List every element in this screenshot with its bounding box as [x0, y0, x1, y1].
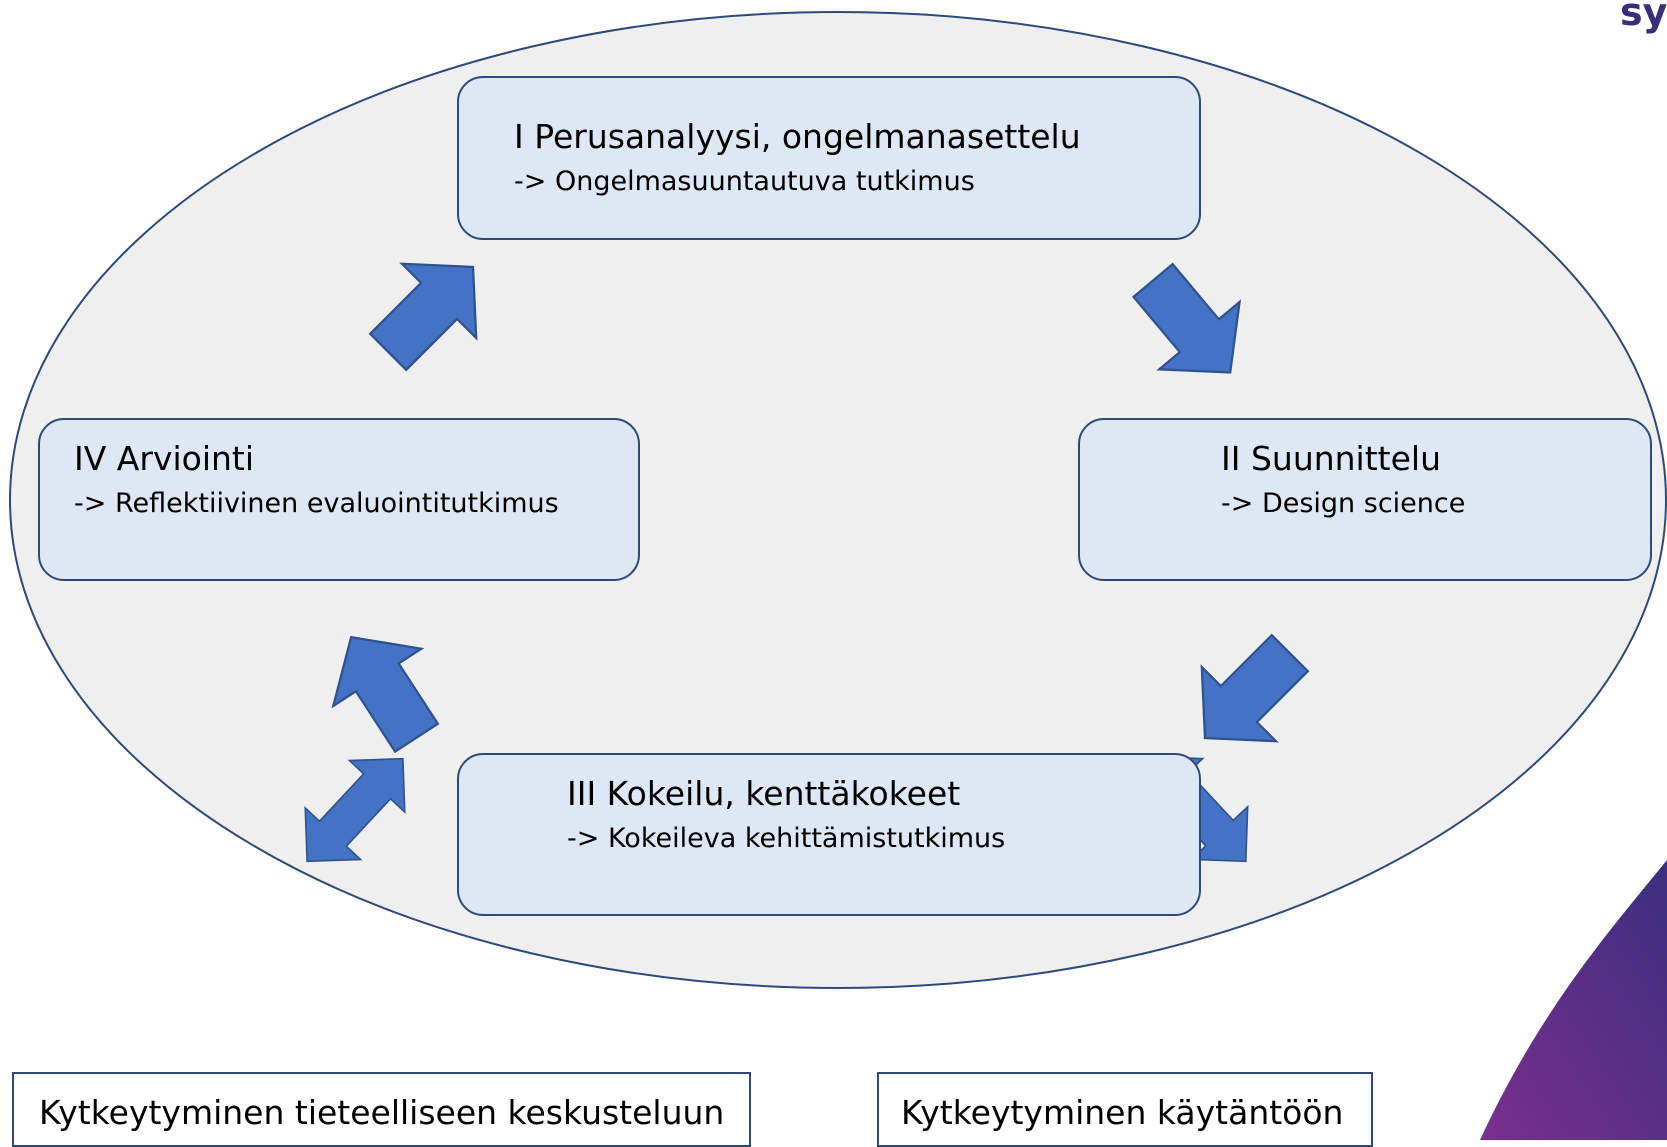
- stage-subtitle: -> Design science: [1221, 488, 1466, 519]
- stage-subtitle: -> Kokeileva kehittämistutkimus: [567, 823, 1006, 854]
- logo-fragment: sy: [1620, 0, 1667, 34]
- stage-box-evaluation: IV Arviointi -> Reflektiivinen evaluoint…: [38, 418, 640, 581]
- arrow-icon: [1200, 633, 1310, 743]
- practice-connection-box: Kytkeytyminen käytäntöön: [877, 1072, 1373, 1147]
- double-arrow-icon: [304, 757, 406, 863]
- stage-title: III Kokeilu, kenttäkokeet: [567, 774, 961, 813]
- stage-subtitle: -> Ongelmasuuntautuva tutkimus: [514, 166, 975, 197]
- science-connection-label: Kytkeytyminen tieteelliseen keskusteluun: [39, 1093, 725, 1132]
- stage-box-experiment: III Kokeilu, kenttäkokeet -> Kokeileva k…: [457, 753, 1201, 916]
- corner-decoration: [1480, 860, 1667, 1140]
- arrow-icon: [331, 635, 440, 754]
- stage-box-design: II Suunnittelu -> Design science: [1078, 418, 1652, 581]
- practice-connection-label: Kytkeytyminen käytäntöön: [901, 1093, 1344, 1132]
- arrow-icon: [368, 262, 478, 372]
- science-connection-box: Kytkeytyminen tieteelliseen keskusteluun: [12, 1072, 751, 1147]
- stage-title: II Suunnittelu: [1221, 439, 1441, 478]
- stage-box-analysis: I Perusanalyysi, ongelmanasettelu -> Ong…: [457, 76, 1201, 240]
- stage-title: I Perusanalyysi, ongelmanasettelu: [514, 117, 1081, 156]
- stage-title: IV Arviointi: [74, 439, 255, 478]
- cycle-ellipse: [9, 11, 1667, 989]
- stage-subtitle: -> Reflektiivinen evaluointitutkimus: [74, 488, 559, 519]
- arrow-icon: [1131, 262, 1242, 374]
